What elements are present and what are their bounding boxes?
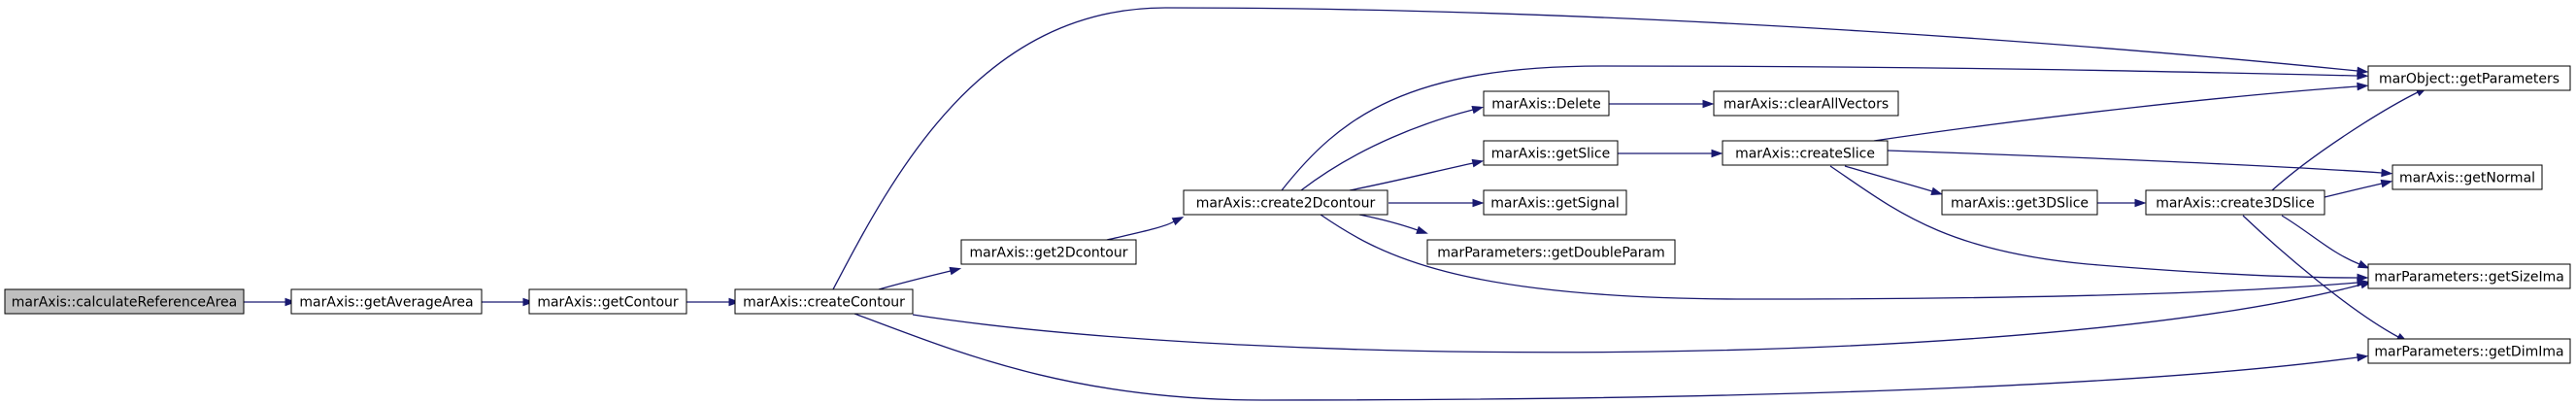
edge-createSlice-to-getParameters (1873, 85, 2359, 142)
nodes-layer: marAxis::calculateReferenceArea marAxis::… (4, 65, 2571, 364)
node-box-get2Dcontour[interactable] (960, 239, 1137, 265)
node-Delete[interactable]: marAxis::Delete (1483, 90, 1610, 117)
node-label-get2Dcontour: marAxis::get2Dcontour (970, 246, 1128, 261)
node-box-getNormal[interactable] (2392, 164, 2543, 190)
arrowhead-create2Dcontour-to-getDoubleParam (1416, 225, 1428, 234)
node-label-createSlice: marAxis::createSlice (1735, 147, 1875, 162)
node-label-getNormal: marAxis::getNormal (2399, 171, 2535, 186)
edge-create3DSlice-to-getParameters (2271, 91, 2419, 191)
node-label-getParameters: marObject::getParameters (2379, 72, 2559, 87)
node-box-clearAllVectors[interactable] (1713, 90, 1899, 117)
node-label-Delete: marAxis::Delete (1491, 97, 1600, 113)
node-label-getAverageArea: marAxis::getAverageArea (299, 295, 473, 311)
node-label-getDoubleParam: marParameters::getDoubleParam (1437, 246, 1665, 261)
node-clearAllVectors[interactable]: marAxis::clearAllVectors (1713, 90, 1899, 117)
arrowhead-createSlice-to-get3DSlice (1930, 186, 1944, 195)
node-get2Dcontour[interactable]: marAxis::get2Dcontour (960, 239, 1137, 265)
edge-createSlice-to-getNormal (1887, 150, 2383, 174)
node-box-getDoubleParam[interactable] (1426, 239, 1676, 265)
edge-create3DSlice-to-getSizeIma (2281, 215, 2360, 265)
arrowhead-create2Dcontour-to-Delete (1471, 105, 1485, 115)
edge-create3DSlice-to-getDimIma (2242, 215, 2399, 338)
node-box-get3DSlice[interactable] (1941, 189, 2098, 216)
node-getNormal[interactable]: marAxis::getNormal (2392, 164, 2543, 190)
node-createSlice[interactable]: marAxis::createSlice (1722, 140, 1889, 166)
node-createContour[interactable]: marAxis::createContour (734, 288, 914, 315)
edges-layer (244, 7, 2428, 401)
node-getSlice[interactable]: marAxis::getSlice (1483, 140, 1619, 166)
node-calculateReferenceArea: marAxis::calculateReferenceArea (4, 288, 245, 315)
edge-create3DSlice-to-getNormal (2324, 183, 2383, 198)
edge-create2Dcontour-to-getParameters (1281, 65, 2359, 191)
node-getDoubleParam[interactable]: marParameters::getDoubleParam (1426, 239, 1676, 265)
node-label-clearAllVectors: marAxis::clearAllVectors (1723, 97, 1889, 113)
node-label-getDimIma: marParameters::getDimIma (2374, 345, 2563, 360)
arrowhead-Delete-to-clearAllVectors (1702, 99, 1715, 109)
arrowhead-create3DSlice-to-getSizeIma (2357, 259, 2370, 269)
arrowhead-createContour-to-getDimIma (2356, 353, 2369, 362)
node-label-createContour: marAxis::createContour (743, 295, 905, 311)
node-box-getSizeIma[interactable] (2367, 263, 2571, 289)
node-box-getContour[interactable] (528, 288, 687, 315)
node-label-create3DSlice: marAxis::create3DSlice (2156, 196, 2315, 212)
node-label-getSlice: marAxis::getSlice (1491, 147, 1610, 162)
node-box-getAverageArea[interactable] (290, 288, 483, 315)
node-get3DSlice[interactable]: marAxis::get3DSlice (1941, 189, 2098, 216)
edge-createSlice-to-get3DSlice (1844, 165, 1933, 192)
node-box-getDimIma[interactable] (2367, 338, 2571, 364)
edge-get2Dcontour-to-create2Dcontour (1106, 220, 1175, 241)
arrowhead-get2Dcontour-to-create2Dcontour (1171, 217, 1185, 226)
node-label-getSizeIma: marParameters::getSizeIma (2374, 270, 2564, 286)
node-getContour[interactable]: marAxis::getContour (528, 288, 687, 315)
node-getAverageArea[interactable]: marAxis::getAverageArea (290, 288, 483, 315)
node-box-getParameters[interactable] (2367, 65, 2571, 91)
node-label-get3DSlice: marAxis::get3DSlice (1951, 196, 2089, 212)
edge-createContour-to-getParameters (832, 7, 2359, 290)
node-label-getSignal: marAxis::getSignal (1490, 196, 1619, 212)
arrowhead-create2Dcontour-to-getSignal (1472, 198, 1485, 208)
arrowhead-createContour-to-get2Dcontour (949, 266, 962, 276)
arrowhead-getSlice-to-createSlice (1711, 149, 1723, 158)
edge-createContour-to-getDimIma (853, 313, 2359, 401)
arrowhead-create3DSlice-to-getNormal (2380, 179, 2393, 188)
arrowhead-create2Dcontour-to-getSlice (1471, 158, 1485, 168)
edge-create2Dcontour-to-getSizeIma (1320, 214, 2359, 300)
node-box-getSlice[interactable] (1483, 140, 1619, 166)
arrowhead-createSlice-to-getSizeIma (2357, 273, 2369, 283)
node-box-Delete[interactable] (1483, 90, 1610, 117)
arrowhead-create2Dcontour-to-getParameters (2357, 71, 2369, 81)
edge-create2Dcontour-to-getDoubleParam (1358, 214, 1419, 231)
node-create3DSlice[interactable]: marAxis::create3DSlice (2145, 189, 2325, 216)
arrowhead-createSlice-to-getParameters (2357, 82, 2369, 91)
arrowhead-createSlice-to-getNormal (2381, 168, 2393, 178)
arrowhead-get3DSlice-to-create3DSlice (2134, 198, 2147, 208)
node-label-create2Dcontour: marAxis::create2Dcontour (1196, 196, 1376, 212)
arrowhead-calculateReferenceArea-to-getAverageArea (284, 297, 297, 307)
arrowhead-getAverageArea-to-getContour (522, 297, 535, 307)
node-getParameters[interactable]: marObject::getParameters (2367, 65, 2571, 91)
node-box-calculateReferenceArea (4, 288, 245, 315)
node-getSignal[interactable]: marAxis::getSignal (1483, 189, 1627, 216)
edge-create2Dcontour-to-getSlice (1349, 162, 1474, 191)
edge-createContour-to-getSizeIma (912, 284, 2362, 354)
node-box-create2Dcontour[interactable] (1183, 189, 1388, 216)
node-label-calculateReferenceArea: marAxis::calculateReferenceArea (12, 295, 237, 311)
edge-createSlice-to-getSizeIma (1829, 165, 2359, 279)
node-box-createSlice[interactable] (1722, 140, 1889, 166)
node-getDimIma[interactable]: marParameters::getDimIma (2367, 338, 2571, 364)
node-getSizeIma[interactable]: marParameters::getSizeIma (2367, 263, 2571, 289)
node-box-create3DSlice[interactable] (2145, 189, 2325, 216)
edge-create2Dcontour-to-Delete (1300, 109, 1474, 191)
node-box-createContour[interactable] (734, 288, 914, 315)
node-box-getSignal[interactable] (1483, 189, 1627, 216)
node-create2Dcontour[interactable]: marAxis::create2Dcontour (1183, 189, 1388, 216)
node-label-getContour: marAxis::getContour (537, 295, 679, 311)
arrowhead-getContour-to-createContour (728, 297, 741, 307)
edge-createContour-to-get2Dcontour (878, 270, 952, 290)
